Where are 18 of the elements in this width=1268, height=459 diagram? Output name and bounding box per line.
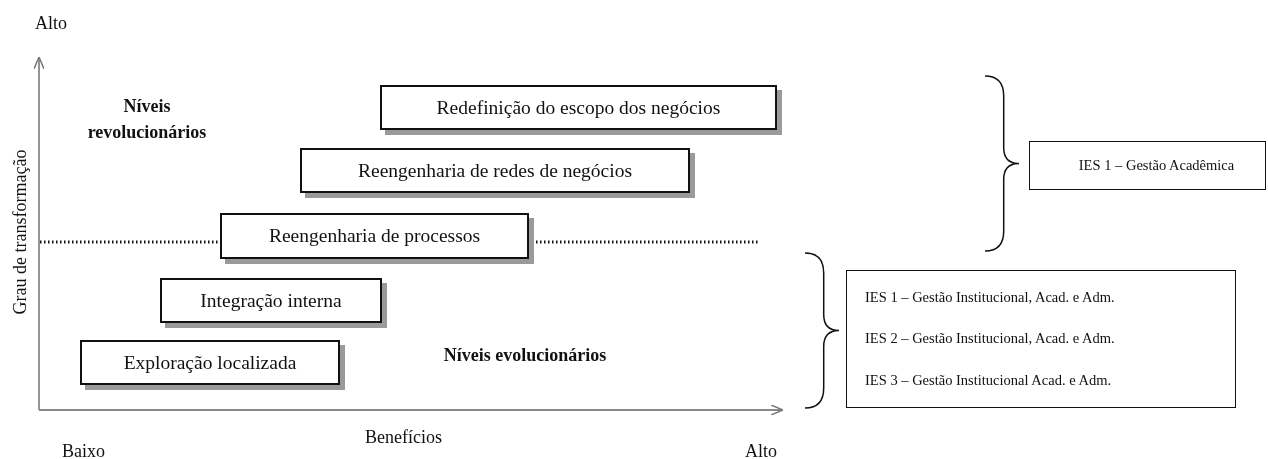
box-text: Exploração localizada: [123, 351, 297, 374]
box-text: Reengenharia de processos: [268, 225, 481, 247]
axis-label: Benefícios: [365, 426, 442, 449]
box-text: IES 1 – Gestão Acadêmica: [1078, 157, 1235, 174]
box-text: Reengenharia de redes de negócios: [358, 159, 632, 182]
level-heading: Níveis revolucionários: [86, 95, 208, 145]
box-text: Integração interna: [200, 289, 342, 312]
axis-label: Alto: [35, 12, 67, 35]
box-text: IES 1 – Gestão Institucional, Acad. e Adm.: [865, 289, 1115, 307]
institution-box: [846, 270, 1236, 408]
axis-label: Grau de transformação: [8, 149, 31, 315]
box-text: IES 2 – Gestão Institucional, Acad. e Adm.: [865, 330, 1115, 348]
box-text: IES 3 – Gestão Institucional Acad. e Adm.: [865, 371, 1112, 389]
axis-label: Alto: [745, 440, 777, 459]
level-heading: Níveis evolucionários: [442, 344, 608, 367]
box-text: Redefinição do escopo dos negócios: [436, 96, 721, 119]
axis-label: Baixo: [62, 440, 105, 459]
institution-box: [1029, 141, 1266, 190]
